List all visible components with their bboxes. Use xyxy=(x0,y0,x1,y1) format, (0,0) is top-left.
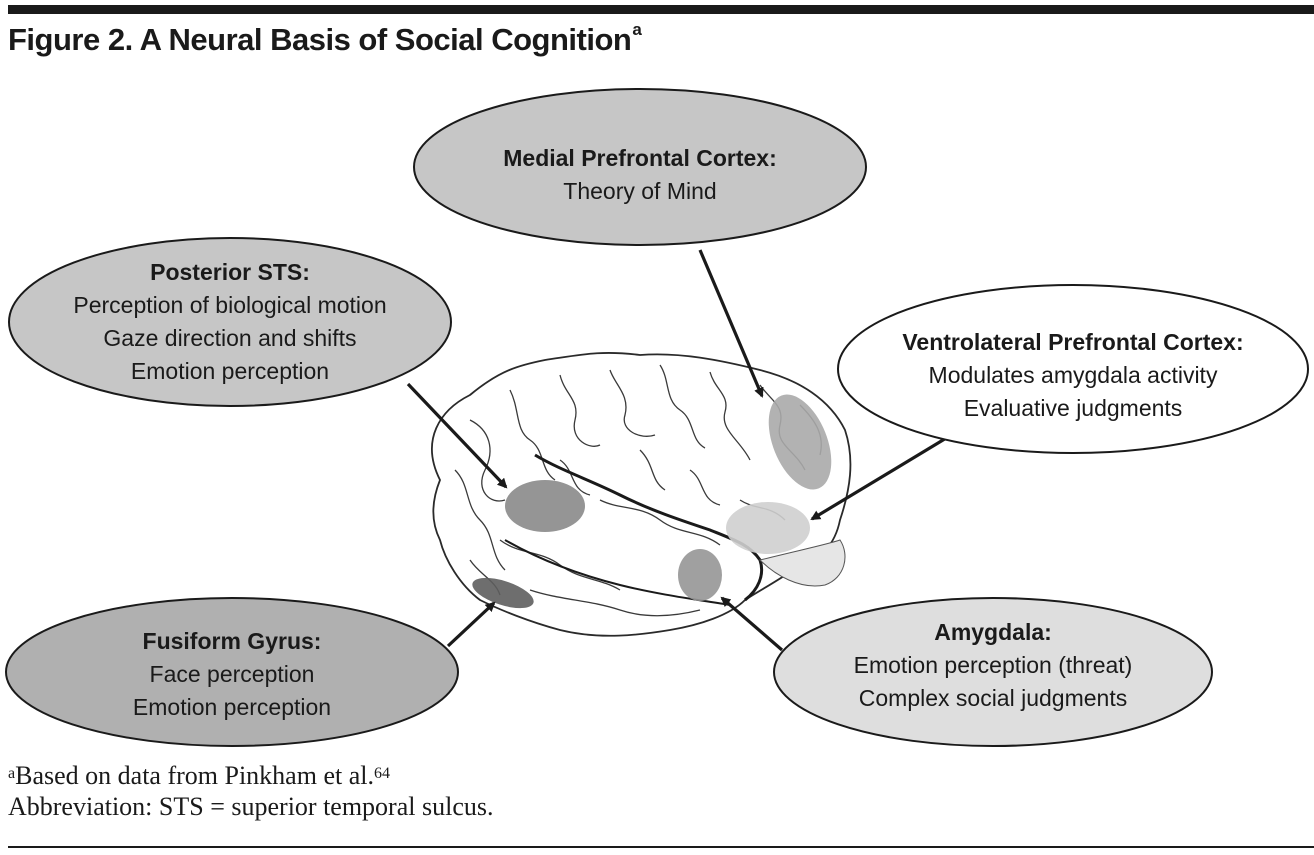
region-function: Emotion perception (threat) xyxy=(853,652,1133,678)
figure-title-text: Figure 2. A Neural Basis of Social Cogni… xyxy=(8,22,632,57)
highlight-medial-prefrontal xyxy=(768,394,832,490)
arrow-ventrolateral-prefrontal xyxy=(810,435,949,521)
region-heading: Amygdala: xyxy=(934,619,1052,645)
brain-outline xyxy=(431,352,852,637)
bubble-ventrolateral-prefrontal xyxy=(837,284,1309,454)
label-posterior-sts: Posterior STS: Perception of biological … xyxy=(9,256,451,388)
source-note: aBased on data from Pinkham et al.64 xyxy=(8,760,493,791)
label-medial-prefrontal: Medial Prefrontal Cortex: Theory of Mind xyxy=(414,142,866,208)
arrows xyxy=(406,249,949,652)
reference-number: 64 xyxy=(373,765,390,782)
label-fusiform-gyrus: Fusiform Gyrus: Face perception Emotion … xyxy=(6,625,458,724)
bubble-amygdala xyxy=(773,597,1213,747)
cerebellum xyxy=(759,539,846,587)
bubble-posterior-sts xyxy=(8,237,452,407)
top-rule xyxy=(8,5,1314,14)
region-heading: Posterior STS: xyxy=(150,259,310,285)
region-function: Face perception xyxy=(149,661,315,687)
lateral-fissure xyxy=(534,453,764,602)
label-amygdala: Amygdala: Emotion perception (threat) Co… xyxy=(774,616,1212,715)
footnote-marker: a xyxy=(8,765,16,782)
arrow-medial-prefrontal xyxy=(698,249,764,398)
region-function: Gaze direction and shifts xyxy=(103,325,357,351)
bottom-rule xyxy=(8,846,1314,848)
region-function: Theory of Mind xyxy=(563,178,717,204)
highlight-ventrolateral-prefrontal xyxy=(726,502,810,554)
bubble-fusiform-gyrus xyxy=(5,597,459,747)
region-heading: Fusiform Gyrus: xyxy=(142,628,322,654)
arrow-fusiform-gyrus xyxy=(446,601,496,648)
bubble-medial-prefrontal xyxy=(413,88,867,246)
figure-footnotes: aBased on data from Pinkham et al.64 Abb… xyxy=(8,760,493,822)
region-function: Emotion perception xyxy=(130,358,330,384)
source-text: Based on data from Pinkham et al. xyxy=(15,761,374,790)
region-function: Modulates amygdala activity xyxy=(928,362,1218,388)
arrow-amygdala xyxy=(720,596,784,652)
region-function: Complex social judgments xyxy=(858,685,1128,711)
arrow-posterior-sts xyxy=(406,382,508,489)
region-function: Evaluative judgments xyxy=(963,395,1183,421)
highlight-amygdala xyxy=(678,549,722,601)
region-function: Perception of biological motion xyxy=(73,292,387,318)
region-heading: Medial Prefrontal Cortex: xyxy=(503,145,777,171)
highlight-posterior-sts xyxy=(505,480,585,532)
region-heading: Ventrolateral Prefrontal Cortex: xyxy=(902,329,1244,355)
figure-title: Figure 2. A Neural Basis of Social Cogni… xyxy=(8,20,642,58)
title-footnote-marker: a xyxy=(632,20,642,39)
abbreviation-note: Abbreviation: STS = superior temporal su… xyxy=(8,792,494,821)
highlight-fusiform-gyrus xyxy=(472,577,534,609)
region-function: Emotion perception xyxy=(132,694,332,720)
label-ventrolateral-prefrontal: Ventrolateral Prefrontal Cortex: Modulat… xyxy=(838,326,1308,425)
